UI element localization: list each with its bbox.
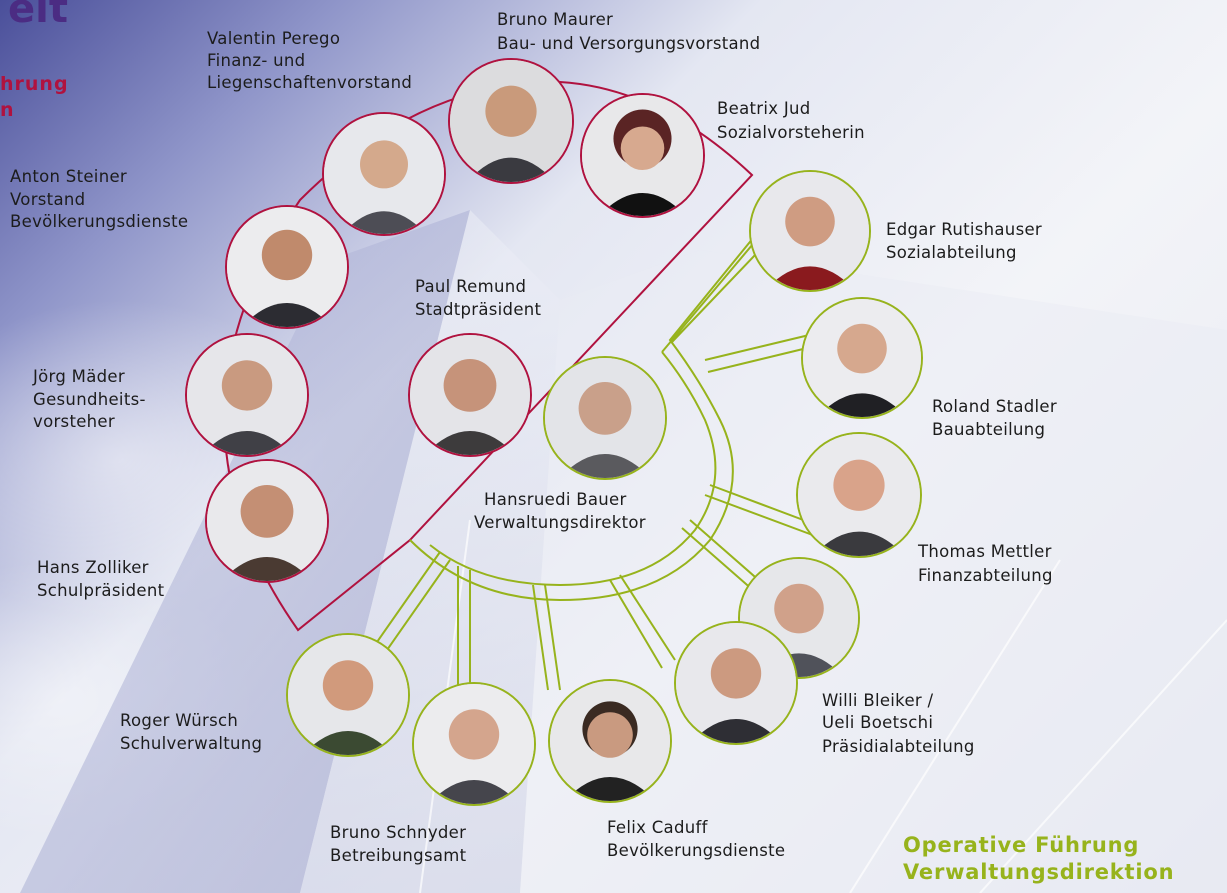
- label-wuersch-role: Schulverwaltung: [120, 734, 263, 753]
- strategic-heading-line1: hrung: [0, 73, 69, 95]
- label-caduff-role: Bevölkerungsdienste: [607, 841, 786, 860]
- portrait-stadler: [801, 297, 923, 419]
- portrait-maurer: [448, 58, 574, 184]
- portrait-perego: [322, 112, 446, 236]
- strategic-heading-line2: n: [0, 99, 14, 121]
- label-maurer-name: Bruno Maurer: [497, 10, 614, 29]
- portrait-jud: [580, 93, 705, 218]
- label-zolliker-name: Hans Zolliker: [37, 558, 149, 577]
- label-bauer-role: Verwaltungsdirektor: [474, 513, 646, 532]
- portrait-maeder: [185, 333, 309, 457]
- label-steiner-name: Anton Steiner: [10, 167, 127, 186]
- spoke-caduff: [609, 574, 676, 669]
- operative-ring-inner: [429, 351, 717, 587]
- label-wuersch-name: Roger Würsch: [120, 711, 239, 730]
- portrait-mettler: [796, 432, 922, 558]
- label-rutishauser-name: Edgar Rutishauser: [886, 220, 1043, 239]
- portrait-bauer: [543, 356, 667, 480]
- portrait-zolliker: [205, 459, 329, 583]
- portrait-schnyder: [412, 682, 536, 806]
- label-bleiker-role: Präsidialabteilung: [822, 737, 975, 756]
- label-jud-role: Sozialvorsteherin: [717, 123, 865, 142]
- label-schnyder-role: Betreibungsamt: [330, 846, 467, 865]
- spoke-schnyder2: [457, 566, 471, 690]
- label-caduff-name: Felix Caduff: [607, 818, 708, 837]
- portrait-wuersch: [286, 633, 410, 757]
- label-remund-name: Paul Remund: [415, 277, 527, 296]
- label-remund-role: Stadtpräsident: [415, 300, 542, 319]
- spoke-schnyder: [532, 584, 561, 691]
- portrait-rutishauser: [749, 170, 871, 292]
- label-rutishauser-role: Sozialabteilung: [886, 243, 1017, 262]
- portrait-bleiker: [674, 621, 798, 745]
- operative-heading-line2: Verwaltungsdirektion: [903, 860, 1175, 884]
- label-stadler-role: Bauabteilung: [932, 420, 1046, 439]
- label-steiner-role: Vorstand Bevölkerungsdienste: [10, 190, 189, 231]
- label-mettler-role: Finanzabteilung: [918, 566, 1053, 585]
- page-title-fragment: eit: [8, 0, 68, 32]
- operative-ring-outer: [409, 204, 781, 602]
- portrait-steiner: [225, 205, 349, 329]
- operative-heading-line1: Operative Führung: [903, 833, 1140, 857]
- label-maeder-role: Gesundheits- vorsteher: [33, 390, 146, 431]
- label-mettler-name: Thomas Mettler: [918, 542, 1052, 561]
- portrait-caduff: [548, 679, 672, 803]
- label-perego-role: Finanz- und Liegenschaftenvorstand: [207, 51, 413, 92]
- portrait-remund: [408, 333, 532, 457]
- label-perego-name: Valentin Perego: [207, 29, 341, 48]
- label-bleiker-name: Willi Bleiker / Ueli Boetschi: [822, 691, 934, 732]
- label-jud-name: Beatrix Jud: [717, 99, 811, 118]
- label-stadler-name: Roland Stadler: [932, 397, 1057, 416]
- label-schnyder-name: Bruno Schnyder: [330, 823, 467, 842]
- label-zolliker-role: Schulpräsident: [37, 581, 165, 600]
- label-maeder-name: Jörg Mäder: [33, 367, 125, 386]
- label-maurer-role: Bau- und Versorgungsvorstand: [497, 34, 761, 53]
- label-bauer-name: Hansruedi Bauer: [484, 490, 627, 509]
